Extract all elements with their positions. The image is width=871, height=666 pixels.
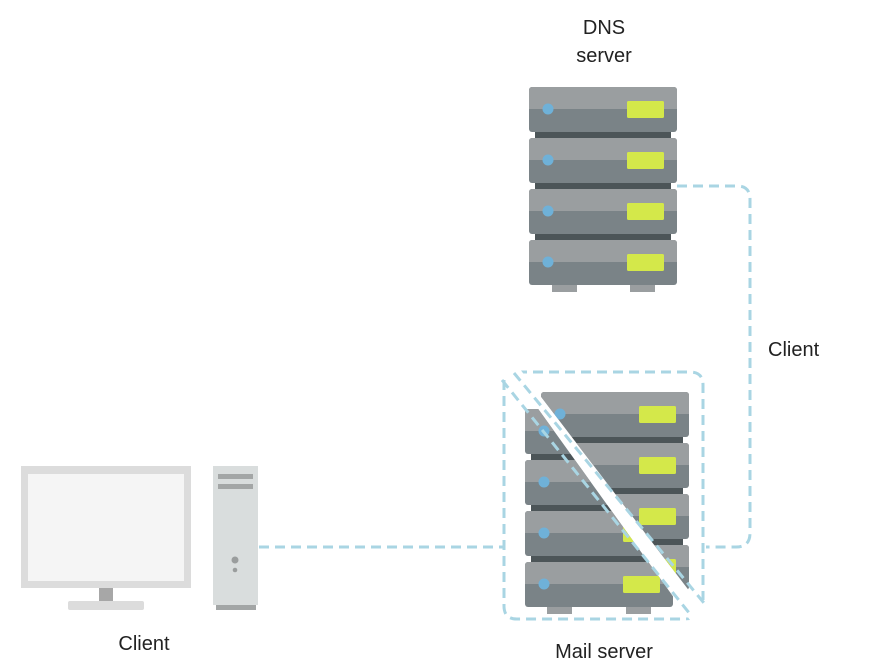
mail-server-lower-half	[502, 380, 690, 621]
client-computer-icon	[21, 466, 258, 610]
dns-server-label-line: DNS	[582, 17, 626, 39]
mail-server-upper-half	[517, 370, 705, 600]
mail-server-label: Mail server	[555, 641, 653, 663]
tower-icon	[213, 466, 258, 610]
dns-server-unit	[529, 240, 677, 285]
mail-server-icon	[500, 370, 706, 621]
connector-label-client: Client	[768, 339, 820, 361]
dns-server-unit	[529, 87, 677, 138]
dns-server-foot	[552, 285, 577, 292]
client-label: Client	[118, 633, 170, 655]
crack-edge-lower	[500, 379, 692, 615]
dns-server-unit	[529, 138, 677, 189]
dns-server-icon	[529, 87, 677, 292]
crack-edge-upper	[512, 372, 706, 604]
monitor-icon	[21, 466, 191, 610]
dns-server-label: DNS server	[544, 14, 664, 70]
dns-server-foot	[630, 285, 655, 292]
dns-server-unit	[529, 189, 677, 240]
dns-server-label-line: server	[576, 45, 632, 67]
connector-mail-to-dns	[677, 184, 752, 549]
